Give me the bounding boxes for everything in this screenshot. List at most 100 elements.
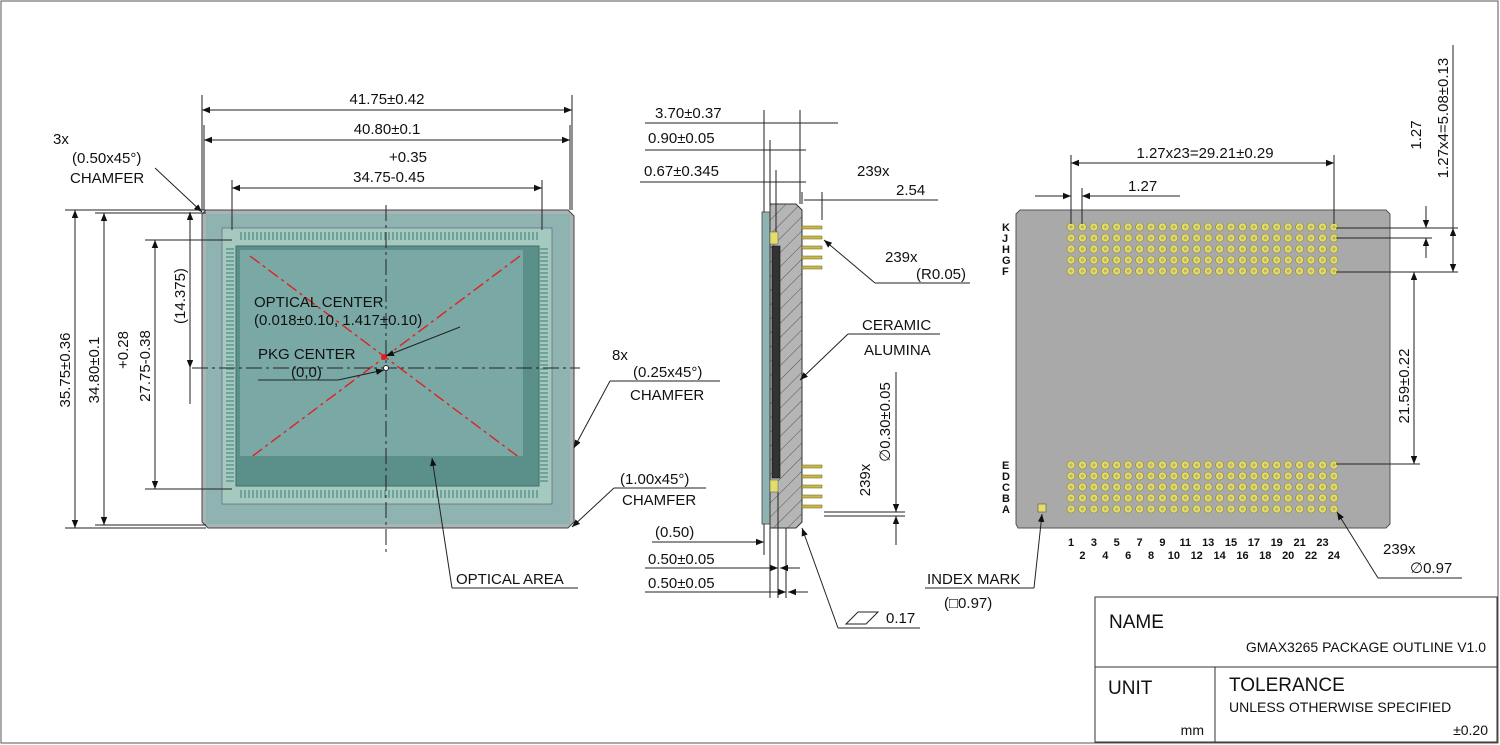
pad-hole xyxy=(1298,474,1302,478)
pad-hole xyxy=(1092,269,1096,273)
pad-hole xyxy=(1080,258,1084,262)
pad-hole xyxy=(1126,507,1130,511)
die-cavity xyxy=(771,245,781,479)
pad-hole xyxy=(1263,258,1267,262)
pad-hole xyxy=(1240,269,1245,273)
pad-hole xyxy=(1069,247,1073,251)
pad-hole xyxy=(1320,485,1325,489)
front-view: 41.75±0.42 40.80±0.1 +0.35 34.75-0.45 3x… xyxy=(53,91,720,589)
pad-hole xyxy=(1080,474,1084,478)
pad-hole xyxy=(1229,258,1233,262)
glass-lid xyxy=(761,211,771,525)
pad-hole xyxy=(1160,507,1164,511)
pad-hole xyxy=(1160,269,1164,273)
pad-hole xyxy=(1103,269,1107,273)
dim-body-width: 40.80±0.1 xyxy=(354,121,421,138)
row-letter: A xyxy=(1002,504,1010,516)
pad-hole xyxy=(1309,463,1313,467)
title-block: NAME GMAX3265 PACKAGE OUTLINE V1.0 UNIT … xyxy=(1094,596,1498,743)
pad-hole xyxy=(1069,507,1073,511)
dim-inner-height-tol: +0.28 xyxy=(115,331,132,369)
index-mark-size: (□0.97) xyxy=(944,595,992,612)
row-letter: C xyxy=(1002,482,1010,494)
pad-hole xyxy=(1218,474,1222,478)
pad-hole xyxy=(1218,236,1222,240)
pad-hole xyxy=(1126,236,1130,240)
pad-hole xyxy=(1115,474,1119,478)
tb-tolerance-label: TOLERANCE xyxy=(1229,675,1345,696)
pad-hole xyxy=(1218,496,1222,500)
flatness-value: 0.17 xyxy=(886,610,915,627)
pad-hole xyxy=(1206,474,1210,478)
pad-hole xyxy=(1138,507,1142,511)
dim-b: 0.50±0.05 xyxy=(648,575,715,592)
pads-bottom-group xyxy=(1066,460,1339,514)
pad-hole xyxy=(1126,496,1130,500)
pad-hole xyxy=(1332,225,1336,229)
pad-hole xyxy=(1183,496,1187,500)
pad-hole xyxy=(1126,258,1130,262)
pad-hole xyxy=(1332,269,1336,273)
col-number: 16 xyxy=(1236,550,1248,562)
pad-hole xyxy=(1126,269,1130,273)
pin-length: 2.54 xyxy=(896,182,925,199)
pad-hole xyxy=(1320,236,1325,240)
pad-hole xyxy=(1138,474,1142,478)
dim-row-pitch: 1.27 xyxy=(1408,120,1425,149)
dim-glass: 0.90±0.05 xyxy=(648,130,715,147)
pad-hole xyxy=(1309,474,1313,478)
pad-hole xyxy=(1229,247,1233,251)
pad-hole xyxy=(1298,485,1302,489)
pad-hole xyxy=(1103,496,1107,500)
col-number: 17 xyxy=(1248,537,1260,549)
pad-hole xyxy=(1172,247,1176,251)
pad-hole xyxy=(1320,474,1325,478)
index-mark xyxy=(1037,503,1047,513)
pad-hole xyxy=(1286,236,1290,240)
pad-hole xyxy=(1229,236,1233,240)
pad-hole xyxy=(1275,269,1279,273)
dim-a: 0.50±0.05 xyxy=(648,551,715,568)
pad-hole xyxy=(1320,258,1325,262)
pad-hole xyxy=(1240,463,1245,467)
col-number: 5 xyxy=(1114,537,1120,549)
pad-hole xyxy=(1172,507,1176,511)
pad-hole xyxy=(1183,269,1187,273)
pins-bottom xyxy=(801,464,823,509)
pad-hole xyxy=(1218,269,1222,273)
pad-hole xyxy=(1149,225,1153,229)
pad-hole xyxy=(1275,225,1279,229)
pad-hole xyxy=(1229,474,1233,478)
pad-hole xyxy=(1069,236,1073,240)
pad-hole xyxy=(1126,474,1130,478)
pad-hole xyxy=(1218,485,1222,489)
col-number: 10 xyxy=(1168,550,1180,562)
pad-hole xyxy=(1240,496,1245,500)
pad-hole xyxy=(1218,225,1222,229)
pad-hole xyxy=(1069,269,1073,273)
pad-hole xyxy=(1309,258,1313,262)
pad-hole xyxy=(1298,463,1302,467)
pad-hole xyxy=(1240,258,1245,262)
pad-hole xyxy=(1138,247,1142,251)
dim-body-height: 34.80±0.1 xyxy=(86,337,103,404)
pad-hole xyxy=(1160,258,1164,262)
col-number: 8 xyxy=(1148,550,1154,562)
pad-hole xyxy=(1183,507,1187,511)
pad-hole xyxy=(1069,496,1073,500)
pad-hole xyxy=(1286,507,1290,511)
pad-hole xyxy=(1275,247,1279,251)
pad-hole xyxy=(1092,247,1096,251)
pad-hole xyxy=(1332,485,1336,489)
pad-hole xyxy=(1172,225,1176,229)
pkg-center-value: (0,0) xyxy=(291,364,322,381)
pad-hole xyxy=(1138,236,1142,240)
pads-top-group xyxy=(1066,222,1339,276)
pad-hole xyxy=(1126,463,1130,467)
pad-hole xyxy=(1263,463,1267,467)
pad-hole xyxy=(1138,269,1142,273)
pad-hole xyxy=(1240,485,1245,489)
pad-hole xyxy=(1252,496,1256,500)
pad-hole xyxy=(1286,496,1290,500)
